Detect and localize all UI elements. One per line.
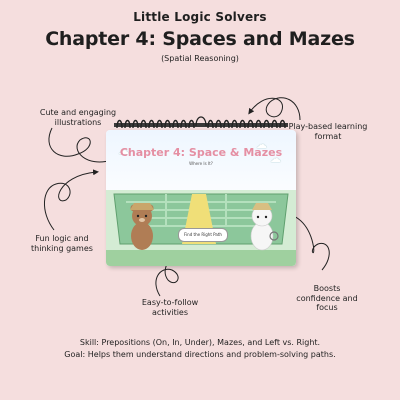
card-subtitle: Where Is It? <box>189 161 213 166</box>
feature-logic-games: Fun logic and thinking games <box>31 234 93 253</box>
arrow-logic-games <box>44 169 99 231</box>
spiral-binding <box>114 116 288 129</box>
goal-text: Goal: Helps them understand directions a… <box>64 350 336 359</box>
feature-illustrations: Cute and engaging illustrations <box>39 108 117 127</box>
feature-confidence: Boosts confidence and focus <box>296 284 358 313</box>
cloud-icon: ☁ <box>256 138 267 151</box>
cloud-icon: ☁ <box>270 152 281 165</box>
hanger-hook <box>195 116 207 127</box>
bear-explorer-illustration <box>130 203 154 250</box>
book-cover-card: ☁ ☁ ☁ Chapter 4: Space & Mazes Where Is … <box>106 130 296 266</box>
feature-play-based: Play-based learning format <box>288 122 368 141</box>
book-preview: ☁ ☁ ☁ Chapter 4: Space & Mazes Where Is … <box>106 116 296 272</box>
maze-illustration <box>106 190 296 266</box>
brand-name: Little Logic Solvers <box>133 10 267 24</box>
arrow-illustrations <box>48 127 115 164</box>
bunny-explorer-illustration <box>250 203 279 251</box>
cloud-icon: ☁ <box>118 144 129 157</box>
card-title: Chapter 4: Space & Mazes <box>119 146 283 159</box>
feature-easy-activities: Easy-to-follow activities <box>141 298 199 317</box>
page-title: Chapter 4: Spaces and Mazes <box>45 28 355 50</box>
skill-text: Skill: Prepositions (On, In, Under), Maz… <box>79 338 321 347</box>
find-path-button-illustration: Find the Right Path <box>178 228 228 242</box>
page-subtitle: (Spatial Reasoning) <box>161 54 239 63</box>
